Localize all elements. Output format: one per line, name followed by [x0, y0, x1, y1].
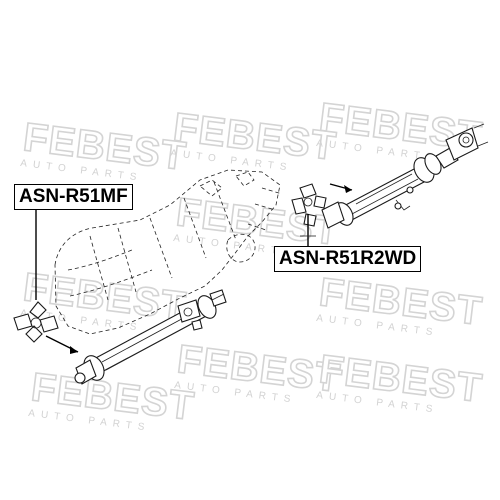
u-joint-upper	[291, 183, 353, 227]
watermark-6: FEBEST AUTO PARTS	[316, 269, 486, 338]
part-label-r2wd: ASN-R51R2WD	[274, 246, 422, 272]
part-label-mf: ASN-R51MF	[14, 184, 133, 210]
rear-propeller-shaft	[321, 123, 489, 229]
front-propeller-shaft	[74, 289, 227, 385]
u-joint-left	[13, 301, 79, 354]
transmission-outline	[54, 169, 283, 335]
